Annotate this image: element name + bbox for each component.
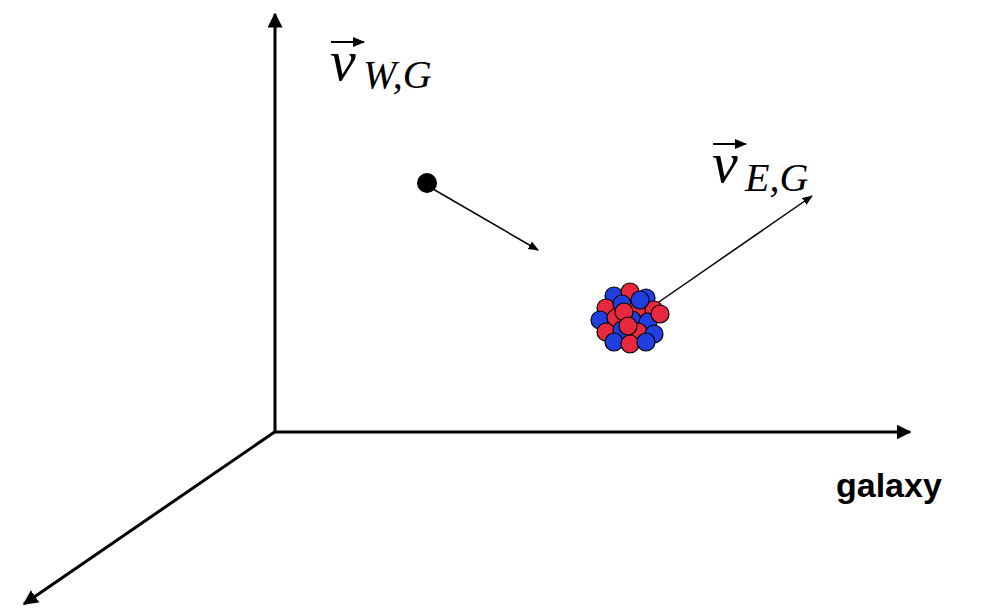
depth-axis (24, 431, 276, 604)
vector-subscript: W,G (363, 52, 432, 98)
horizontal-axis (274, 431, 910, 434)
vertical-axis (274, 14, 277, 432)
vector-symbol: v (712, 130, 738, 197)
velocity-arrow (656, 196, 812, 304)
velocity-arrow (433, 189, 538, 250)
axis-label: galaxy (836, 466, 942, 505)
vector-subscript: E,G (745, 155, 808, 201)
nucleus (591, 283, 669, 353)
vector-symbol: v (330, 28, 356, 95)
